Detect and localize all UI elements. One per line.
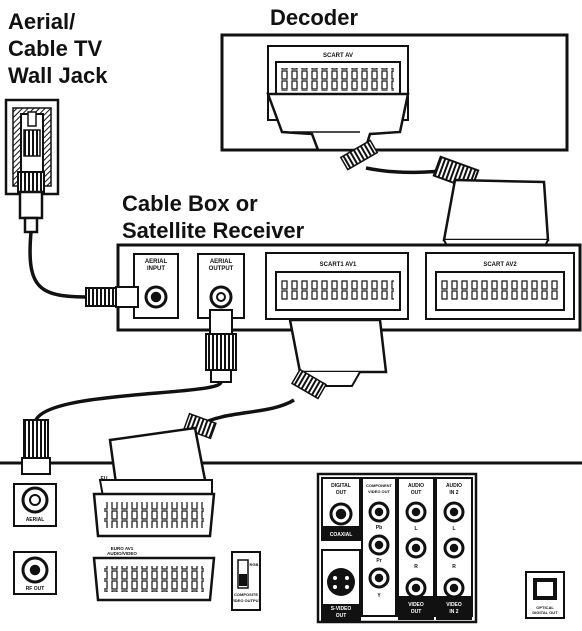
cable-box-label: Cable Box or Satellite Receiver — [122, 190, 304, 244]
wall-jack-label-line-2: Cable TV — [8, 36, 103, 61]
audio-in-label-2: IN 2 — [449, 490, 458, 496]
aerial-input-label-2: INPUT — [147, 266, 165, 272]
recorder-scart1-plug — [98, 412, 217, 504]
audio-out-label-2: OUT — [411, 490, 422, 496]
cable-box-label-line-1: Cable Box or — [122, 191, 258, 216]
wall-jack-label-line-3: Wall Jack — [8, 63, 108, 88]
euro-av1-label-2: AUDIO/VIDEO — [107, 551, 137, 556]
receiver-unit — [116, 243, 582, 332]
recorder-aerial-plug — [21, 419, 51, 475]
optical-label-1: OPTICAL — [536, 605, 554, 610]
aerial-output-port — [209, 285, 233, 309]
decoder-scart-label: SCART AV — [323, 53, 353, 59]
audio-in-jacks — [443, 501, 465, 599]
recorder-aerial-label: AERIAL — [26, 517, 45, 523]
decoder-scart-plug — [266, 92, 410, 171]
scart1-label: SCART1 AV1 — [320, 262, 357, 268]
audio-out-r-label: R — [414, 564, 418, 570]
audio-out-jacks — [405, 501, 427, 599]
recorder-euro-av2-scart — [92, 556, 216, 602]
audio-out-l-label: L — [414, 526, 417, 532]
coaxial-label: COAXIAL — [330, 532, 353, 538]
aerial-cable — [28, 231, 91, 299]
cable-box-label-line-2: Satellite Receiver — [122, 218, 305, 243]
video-output-label-2: COMPOSITE — [234, 592, 258, 597]
audio-in-l-label: L — [452, 526, 455, 532]
wall-jack-label: Aerial/ Cable TV Wall Jack — [8, 8, 107, 89]
aerial-output-label-1: AERIAL — [210, 259, 233, 265]
receiver-scart2-plug — [432, 155, 550, 253]
wall-jack-label-line-1: Aerial/ — [8, 9, 76, 34]
digital-out-label-2: OUT — [336, 490, 347, 496]
component-pin-pr: Pr — [376, 558, 381, 564]
decoder-label: Decoder — [270, 5, 359, 30]
s-video-jack — [327, 568, 355, 596]
aerial-input-plug — [85, 285, 168, 309]
video-in-label-1: VIDEO — [446, 602, 462, 608]
video-output-label-3: VIDEO OUTPUT — [231, 598, 262, 603]
scart2-label: SCART AV2 — [483, 262, 517, 268]
video-out-label-2: OUT — [411, 609, 422, 615]
scart1-cable — [199, 398, 295, 427]
component-pin-pb: Pb — [376, 525, 382, 531]
receiver-scart1-plug — [288, 318, 388, 400]
wall-jack-plug — [17, 171, 45, 234]
video-in-label-2: IN 2 — [449, 609, 458, 615]
audio-in-label-1: AUDIO — [446, 483, 462, 489]
component-pin-y: Y — [377, 593, 381, 599]
aerial-output-plug — [205, 309, 237, 383]
recorder-rf-out-port — [13, 551, 57, 595]
component-label-1: COMPONENT — [366, 483, 393, 488]
aerial-output-label-2: OUTPUT — [209, 266, 234, 272]
optical-label-2: DIGITAL OUT — [532, 610, 558, 615]
rf-out-label: RF OUT — [26, 586, 45, 592]
euro-av2-label: EU — [101, 476, 108, 482]
component-label-2: VIDEO OUT — [368, 489, 391, 494]
video-output-label-1: RGB — [250, 562, 259, 567]
s-video-label-2: OUT — [336, 613, 347, 619]
component-jacks — [368, 501, 390, 589]
video-out-label-1: VIDEO — [408, 602, 424, 608]
s-video-label-1: S-VIDEO — [331, 606, 352, 612]
aerial-input-label-1: AERIAL — [145, 259, 168, 265]
audio-out-label-1: AUDIO — [408, 483, 424, 489]
aerial-output-cable — [34, 380, 223, 422]
euro-av1-label-1: EURO AV1 — [111, 546, 134, 551]
audio-in-r-label: R — [452, 564, 456, 570]
video-output-switch — [231, 551, 261, 611]
digital-out-label-1: DIGITAL — [331, 483, 351, 489]
recorder-euro-av1-scart — [92, 492, 216, 538]
optical-out-port — [525, 571, 565, 619]
recorder-aerial-port — [13, 483, 57, 527]
coaxial-jack — [329, 502, 353, 526]
